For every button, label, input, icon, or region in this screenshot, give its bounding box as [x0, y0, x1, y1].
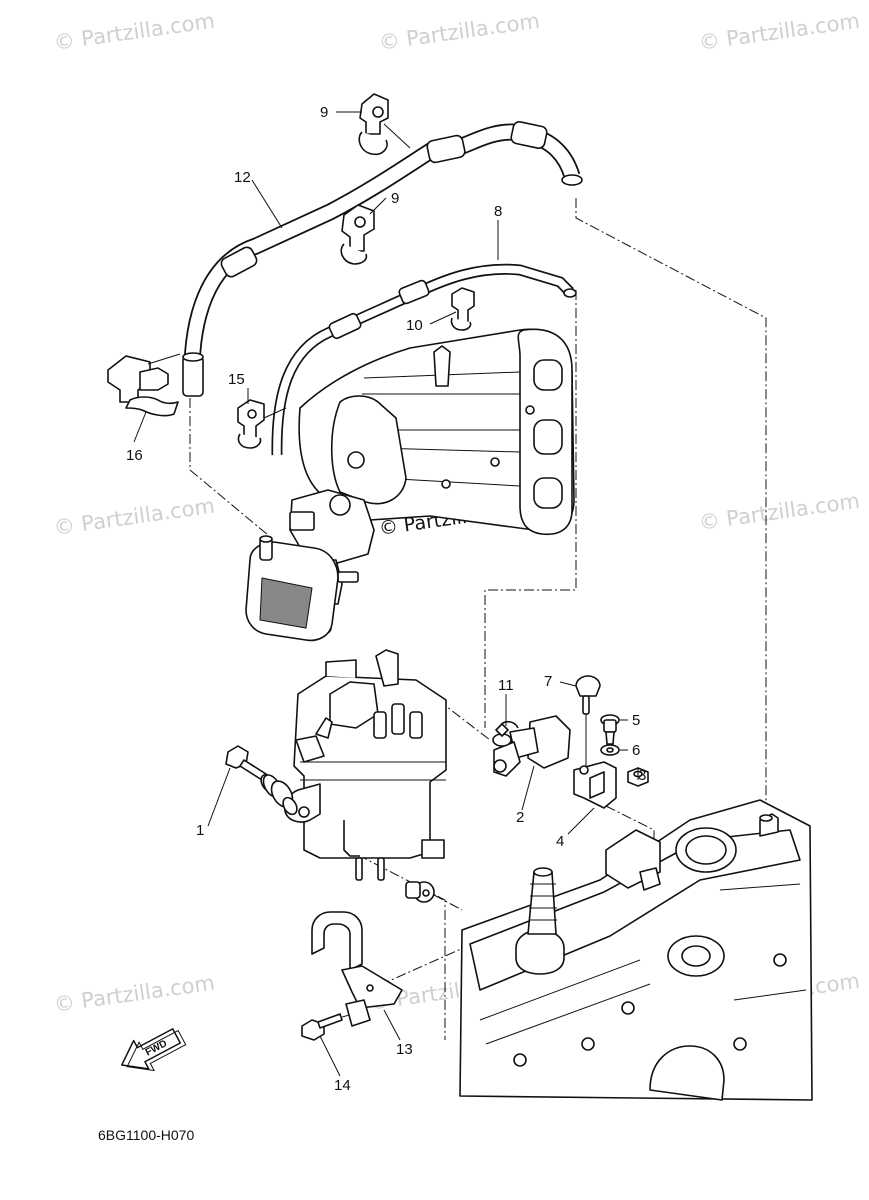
- washer-6: [600, 744, 620, 756]
- clip-15: [237, 399, 265, 449]
- callout-9-upper: 9: [320, 104, 328, 121]
- callout-14: 14: [334, 1077, 351, 1094]
- callout-1: 1: [196, 822, 204, 839]
- callout-13: 13: [396, 1041, 413, 1058]
- fwd-arrow-icon: FWD: [120, 1028, 187, 1072]
- plug-7: [575, 675, 601, 776]
- vapor-separator: [283, 649, 447, 881]
- clip-9-lower: [340, 204, 375, 265]
- watermark: © Partzilla.com: [377, 9, 541, 55]
- watermark: © Partzilla.com: [697, 489, 861, 535]
- callout-2: 2: [516, 809, 524, 826]
- clamp-11: [492, 723, 512, 747]
- bolt-14: [301, 1013, 343, 1041]
- watermark: © Partzilla.com: [697, 9, 861, 55]
- clip-16: [107, 355, 179, 417]
- callout-5: 5: [632, 712, 640, 729]
- callout-7: 7: [544, 673, 552, 690]
- bracket-4: [573, 761, 617, 809]
- grommet-1: [262, 774, 298, 816]
- intake-manifold: [298, 328, 575, 536]
- engine-block: [459, 799, 813, 1101]
- valve-2: [493, 715, 571, 777]
- silencer: [245, 535, 339, 642]
- callout-9-lower: 9: [391, 190, 399, 207]
- screw-5: [600, 714, 620, 745]
- callouts: 9 12 9 8 10 15 16 11 7 5 6 3 1 2 4 13 14: [126, 104, 646, 1094]
- bolt-1: [225, 745, 276, 793]
- bracket-13: [311, 911, 403, 1027]
- hose-8: [271, 263, 577, 456]
- callout-4: 4: [556, 833, 564, 850]
- callout-3: 3: [638, 767, 646, 784]
- callout-8: 8: [494, 203, 502, 220]
- callout-6: 6: [632, 742, 640, 759]
- callout-16: 16: [126, 447, 143, 464]
- diagram-code: 6BG1100-H070: [98, 1127, 194, 1143]
- grommet: [405, 881, 435, 903]
- callout-15: 15: [228, 371, 245, 388]
- callout-10: 10: [406, 317, 423, 334]
- hose-12: [182, 121, 583, 397]
- watermark: © Partzilla.com: [52, 494, 216, 540]
- clip-10: [450, 287, 475, 331]
- leader-lines: [133, 111, 639, 1077]
- callout-11: 11: [498, 677, 514, 694]
- watermark: © Partzilla.com: [52, 971, 216, 1017]
- callout-12: 12: [234, 169, 251, 186]
- clip-9-upper: [358, 93, 389, 156]
- watermark: © Partzilla.com: [52, 9, 216, 55]
